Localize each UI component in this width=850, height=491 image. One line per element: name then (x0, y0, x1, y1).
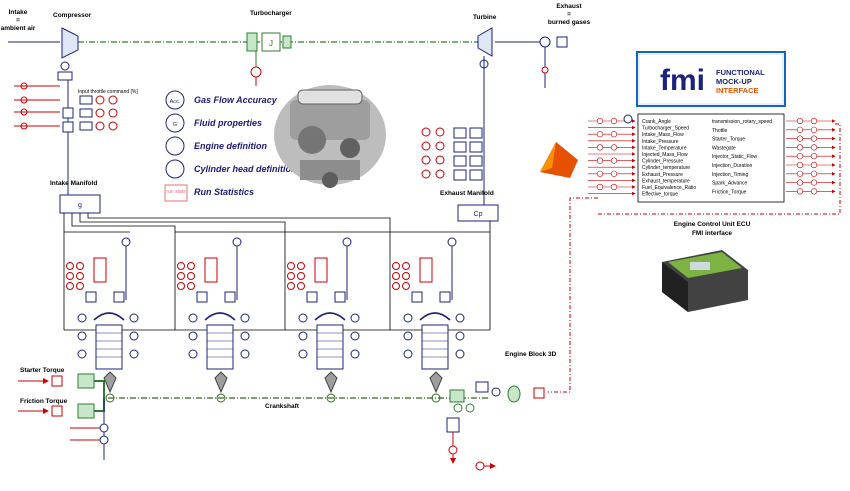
exhaust-valve[interactable] (539, 36, 568, 88)
legend-label: Run Statistics (194, 187, 254, 197)
legend-item[interactable]: Engine definition (165, 136, 267, 156)
fmi-input-port: Cylinder_Pressure (642, 159, 683, 165)
legend-icon: run stats (166, 189, 186, 195)
fmi-logo: fmi FUNCTIONAL MOCK-UP INTERFACE (636, 51, 786, 107)
fmi-output-port: Injection_Timing (712, 172, 748, 178)
cylinder-unit[interactable] (66, 237, 139, 403)
fmi-input-port: Fuel_Equivalence_Ratio (642, 185, 696, 191)
engine-block-label: Engine Block 3D (505, 351, 557, 358)
exhaust-manifold-label: Exhaust Manifold (440, 190, 494, 197)
fmi-input-port: Exhaust_temperature (642, 178, 690, 184)
fmi-logo-letters: fmi (660, 64, 705, 97)
fmi-input-connector[interactable] (588, 144, 636, 151)
engine-illustration (274, 85, 386, 188)
engine-block-output[interactable] (446, 381, 545, 471)
fmi-input-port: Injected_Mass_Flow (642, 152, 688, 158)
fmi-input-connector[interactable] (588, 170, 636, 177)
fmi-input-port: Intake_Pressure (642, 139, 679, 145)
fmi-logo-line3: INTERFACE (716, 86, 759, 95)
fmi-output-port: Injector_Static_Flow (712, 154, 757, 160)
friction-torque-source[interactable] (18, 380, 105, 419)
intake-throttle-group (14, 80, 118, 200)
legend-label: Engine definition (194, 141, 267, 151)
compressor-label: Compressor (53, 12, 92, 19)
fmi-input-port: Effective_torque (642, 192, 678, 198)
exhaust-manifold[interactable]: Cp (457, 100, 499, 222)
fmi-input-port: Intake_Temperature (642, 145, 687, 151)
fmi-output-port: Spark_Advance (712, 181, 748, 187)
fmi-output-port: Injection_Duration (712, 163, 753, 169)
fmi-output-bus (598, 123, 841, 215)
exhaust-sensor-stack (453, 127, 483, 181)
fmi-output-connector[interactable] (786, 188, 836, 195)
fmi-output-connector[interactable] (786, 161, 836, 169)
legend-item[interactable]: run stats Run Statistics (164, 184, 254, 202)
fmi-input-port: Crank_Angle (642, 119, 671, 125)
exhaust-gases-label: Exhaust=burned gases (548, 3, 591, 26)
crankshaft-label: Crankshaft (265, 403, 300, 410)
legend-item[interactable]: G Fluid properties (165, 113, 262, 133)
fmi-logo-line1: FUNCTIONAL (716, 68, 765, 77)
matlab-icon (540, 142, 578, 178)
fmi-output-connector[interactable] (786, 153, 836, 160)
fmi-input-connector[interactable] (588, 117, 636, 125)
fmi-output-port: Thottle (712, 128, 728, 134)
ecu-illustration (662, 250, 748, 312)
cylinder-unit[interactable] (177, 237, 250, 403)
fmi-output-connector[interactable] (786, 117, 836, 125)
legend-icon: Acc. (170, 99, 181, 105)
intake-manifold[interactable]: g (59, 194, 101, 214)
fmi-ecu-block[interactable]: Crank_AngleTurbocharger_SpeedIntake_Mass… (588, 113, 836, 203)
legend-label: Gas Flow Accuracy (194, 95, 278, 105)
fmi-input-port: Turbocharger_Speed (642, 126, 689, 132)
intake-air-label: Intake=ambient air (1, 9, 36, 32)
friction-torque-label: Friction Torque (20, 398, 68, 405)
fmi-output-port: transmission_rotary_speed (712, 119, 772, 125)
fmi-output-connector[interactable] (786, 144, 836, 151)
fmi-logo-line2: MOCK-UP (716, 77, 752, 86)
fmi-input-connector[interactable] (588, 157, 636, 164)
cylinder-unit[interactable] (392, 237, 465, 403)
fmi-signal-bus (548, 197, 598, 393)
fmi-input-port: Intake_Mass_Flow (642, 132, 684, 138)
fmi-input-connector[interactable] (588, 131, 636, 138)
fmi-input-connector[interactable] (588, 183, 636, 191)
fmi-output-port: Friction_Torque (712, 189, 747, 195)
fmi-output-connector[interactable] (786, 170, 836, 177)
legend-item[interactable]: Acc. Gas Flow Accuracy (165, 90, 278, 110)
fmi-output-connector[interactable] (786, 179, 836, 186)
svg-text:Cp: Cp (474, 211, 483, 218)
turbine-label: Turbine (473, 14, 497, 21)
fmi-output-connector[interactable] (786, 126, 836, 133)
legend-item[interactable]: Cylinder head definition (165, 159, 297, 179)
svg-text:g: g (78, 202, 82, 209)
starter-torque-source[interactable] (18, 373, 95, 389)
throttle-command-label: Input throttle command [%] (78, 89, 138, 95)
fmi-output-port: Wastegate (712, 145, 736, 151)
crank-sensors (70, 398, 109, 460)
cylinder-unit[interactable] (287, 237, 360, 403)
turbocharger-block[interactable]: J (246, 32, 292, 86)
fmi-output-connector[interactable] (786, 135, 836, 142)
legend-icon: G (173, 122, 177, 128)
legend-label: Cylinder head definition (194, 164, 297, 174)
fmi-input-port: Cylinder_temperature (642, 165, 690, 171)
legend-label: Fluid properties (194, 118, 262, 128)
turbocharger-label: Turbocharger (250, 10, 292, 17)
compressor-block[interactable] (57, 27, 79, 81)
fmi-output-port: Starter_Torque (712, 137, 745, 143)
intake-manifold-label: Intake Manifold (50, 180, 97, 187)
fmi-input-port: Exhaust_Pressure (642, 172, 683, 178)
svg-text:J: J (269, 39, 273, 48)
starter-torque-label: Starter Torque (20, 367, 65, 374)
turbine-block[interactable] (477, 27, 493, 100)
